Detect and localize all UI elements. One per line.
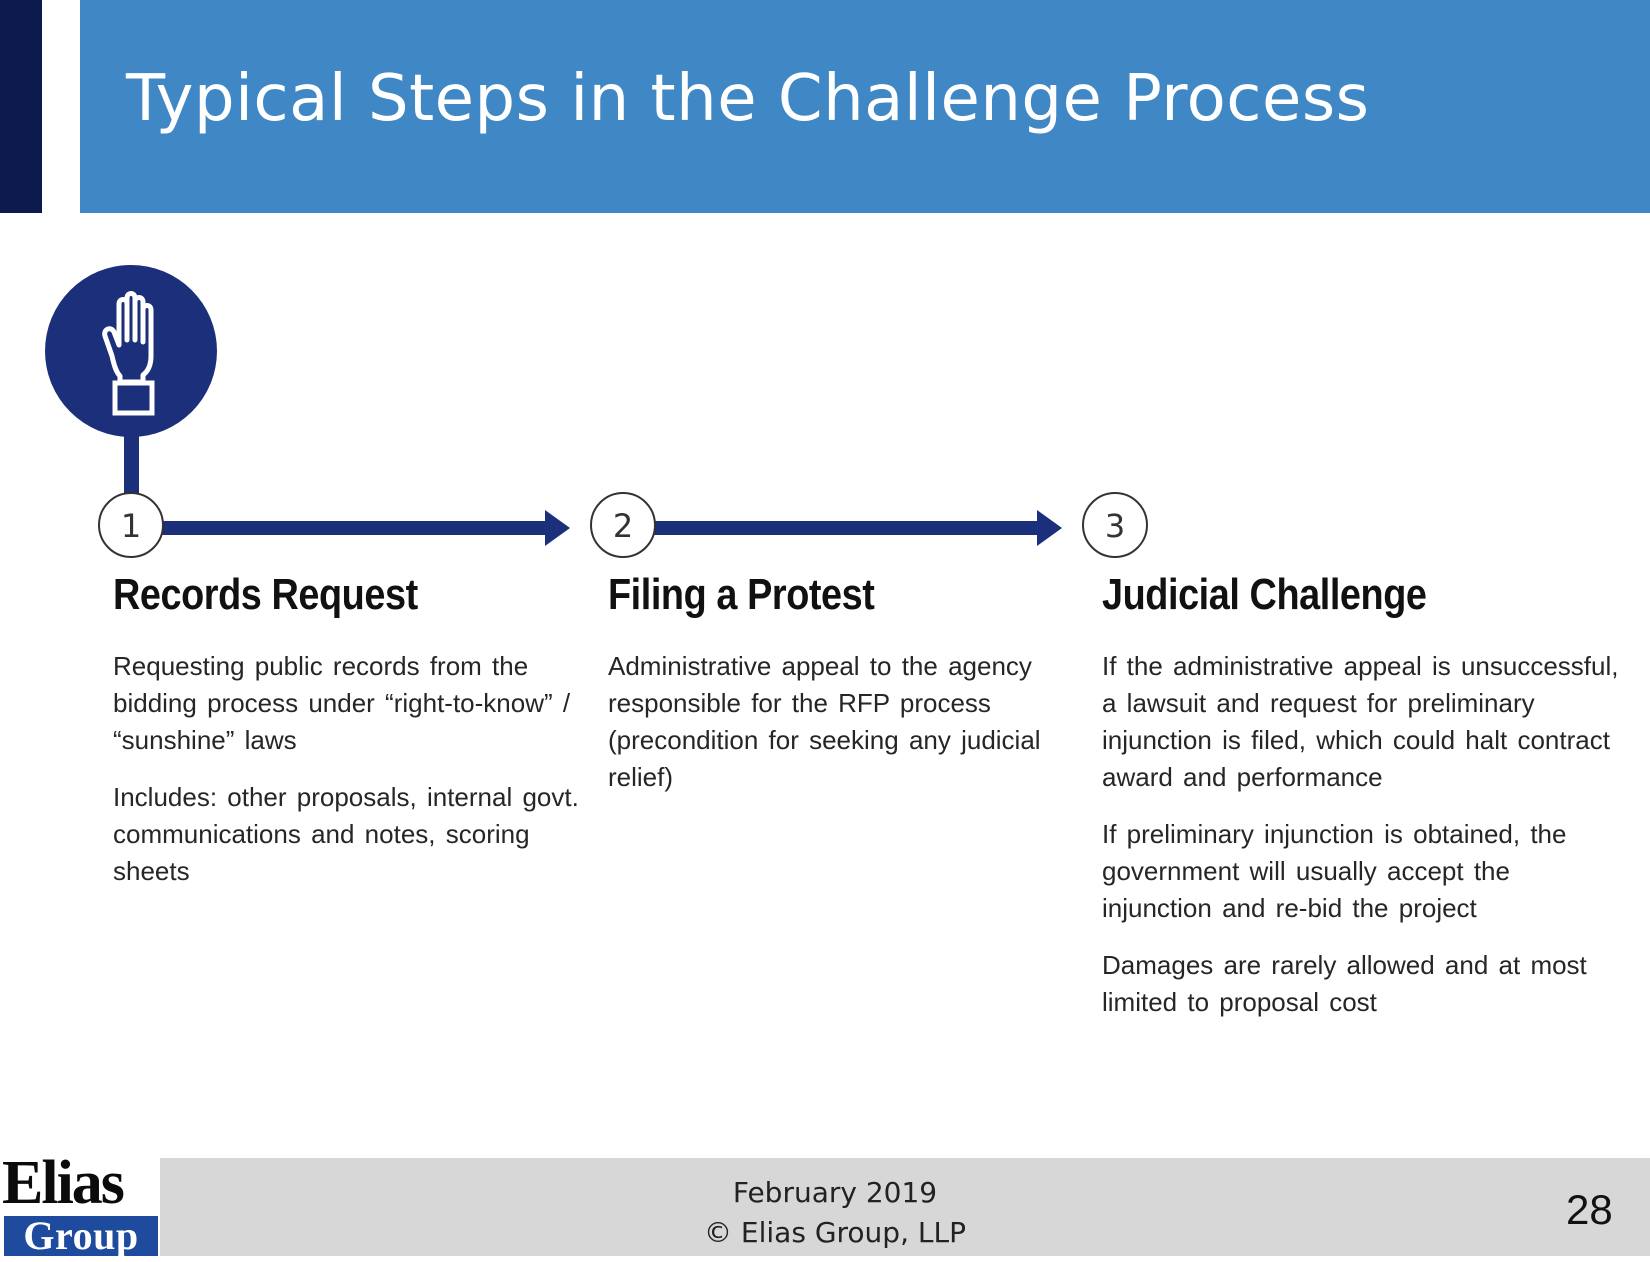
raised-hand-icon: [45, 265, 217, 437]
slide-title: Typical Steps in the Challenge Process: [126, 62, 1370, 136]
step-3-number: 3: [1105, 507, 1125, 545]
step-1-body: Requesting public records from the biddi…: [113, 648, 583, 910]
step-1-number: 1: [121, 507, 141, 545]
logo-wordmark-bottom: Group: [4, 1216, 158, 1256]
footer-date: February 2019: [732, 1176, 938, 1209]
vertical-connector: [124, 432, 139, 498]
footer-copyright: © Elias Group, LLP: [704, 1216, 966, 1249]
step-3-paragraph: If preliminary injunction is obtained, t…: [1102, 819, 1567, 923]
title-band: [80, 0, 1650, 213]
logo-wordmark-top: Elias: [2, 1149, 125, 1217]
elias-group-logo: Elias Group: [0, 1149, 160, 1256]
hand-icon-cuff: [112, 380, 155, 416]
step-1-paragraph: Includes: other proposals, internal govt…: [113, 782, 579, 886]
step-2-circle: [590, 492, 656, 558]
arrow-1-to-2-head: [545, 510, 570, 546]
step-2-paragraph: Administrative appeal to the agency resp…: [608, 651, 1041, 792]
step-2-heading: Filing a Protest: [608, 570, 875, 619]
hand-icon-circle: [45, 265, 217, 437]
step-2-number: 2: [613, 507, 633, 545]
step-2-body: Administrative appeal to the agency resp…: [608, 648, 1058, 816]
arrow-2-to-3-head: [1037, 510, 1062, 546]
footer-band: [160, 1158, 1650, 1256]
step-1-heading: Records Request: [113, 570, 418, 619]
step-3-paragraph: If the administrative appeal is unsucces…: [1102, 651, 1619, 792]
page-number: 28: [1566, 1186, 1613, 1233]
step-1-circle: [98, 492, 164, 558]
step-3-paragraph: Damages are rarely allowed and at most l…: [1102, 950, 1587, 1017]
step-3-body: If the administrative appeal is unsucces…: [1102, 648, 1622, 1041]
process-flow: 1 2 3: [45, 265, 1148, 558]
title-accent-bar: [0, 0, 42, 213]
step-3-circle: [1082, 492, 1148, 558]
hand-icon-glyph: [102, 291, 154, 385]
step-1-paragraph: Requesting public records from the biddi…: [113, 651, 571, 755]
step-3-heading: Judicial Challenge: [1102, 570, 1427, 619]
